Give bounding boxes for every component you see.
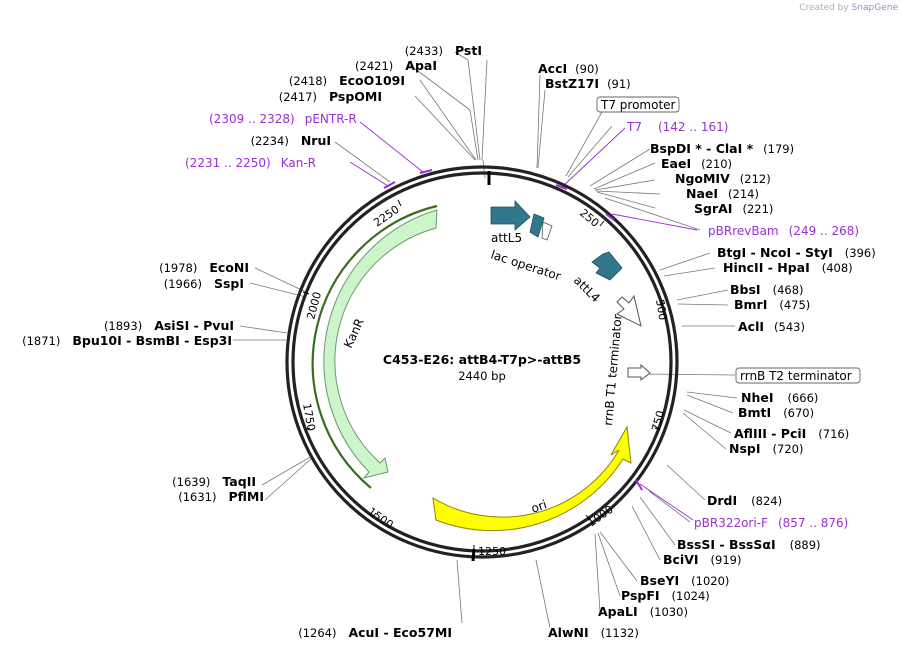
primer-marks [383, 169, 643, 491]
enzyme-bbsi[interactable]: BbsI(468) [730, 282, 804, 297]
ori-label: ori [529, 497, 548, 515]
enzyme-acui-eco57mi[interactable]: (1264)AcuI - Eco57MI [298, 625, 452, 640]
enzyme-nhei[interactable]: NheI(666) [741, 390, 818, 405]
enzyme-psti[interactable]: (2433)PstI [405, 43, 482, 58]
lac-operator-arrow-outline [541, 221, 553, 241]
rrnb-t2-callout[interactable]: rrnB T2 terminator [735, 367, 861, 384]
major-ticks [471, 548, 476, 562]
enzyme-sspi[interactable]: (1966)SspI [164, 276, 244, 291]
credit-brand: SnapGene [851, 3, 898, 13]
enzyme-labels-right: AccI(90) BstZ17I(91) BspDI * - ClaI *(17… [538, 61, 876, 640]
primer-pbrrevbam[interactable]: pBRrevBam(249 .. 268) [708, 224, 859, 238]
t7-promoter-label: T7 promoter [600, 98, 676, 112]
rrnb-t2-label: rrnB T2 terminator [740, 369, 852, 383]
enzyme-btgi-ncoi-styi[interactable]: BtgI - NcoI - StyI(396) [717, 245, 876, 260]
enzyme-pspfi[interactable]: PspFI(1024) [621, 588, 710, 603]
ori-feature-arrow[interactable] [432, 425, 632, 532]
rrnb-t2-terminator-arrow[interactable] [627, 363, 651, 382]
t7-promoter-callout[interactable]: T7 promoter [596, 96, 680, 113]
primer-labels: (2309 .. 2328)pENTR-R (2231 .. 2250)Kan-… [185, 112, 859, 530]
enzyme-nspi[interactable]: NspI(720) [729, 441, 803, 456]
enzyme-pflmi[interactable]: (1631)PflMI [178, 489, 264, 504]
primer-pentr-r[interactable]: (2309 .. 2328)pENTR-R [209, 112, 357, 126]
enzyme-acli[interactable]: AclI(543) [738, 319, 805, 334]
attl4-label: attL4 [571, 273, 603, 305]
tick-label-1250: 1250 [478, 545, 506, 558]
enzyme-econi[interactable]: (1978)EcoNI [159, 260, 249, 275]
lac-operator-feature[interactable] [529, 213, 545, 238]
enzyme-bmri[interactable]: BmrI(475) [734, 297, 810, 312]
tick-label-750: 750 [649, 409, 667, 433]
rrnb-t1-terminator-arrow[interactable] [616, 294, 642, 327]
enzyme-afliii-pcii[interactable]: AflIII - PciI(716) [734, 426, 849, 441]
enzyme-bspdi-clai[interactable]: BspDI * - ClaI *(179) [650, 141, 794, 156]
tick-label-1750: 1750 [300, 402, 318, 432]
enzyme-taqii[interactable]: (1639)TaqII [172, 474, 256, 489]
primer-kan-r[interactable]: (2231 .. 2250)Kan-R [185, 156, 316, 170]
enzyme-pspomi[interactable]: (2417)PspOMI [279, 89, 382, 104]
enzyme-ngomiv[interactable]: NgoMIV(212) [675, 171, 771, 186]
inner-ticks [302, 199, 666, 551]
plasmid-name: C453-E26: attB4-T7p>-attB5 [383, 352, 581, 367]
tick-label-500: 500 [653, 298, 669, 321]
enzyme-apali[interactable]: ApaLI(1030) [598, 604, 688, 619]
kanr-primer-line [311, 204, 438, 489]
enzyme-bsssi[interactable]: BssSI - BssSαI(889) [677, 537, 821, 552]
primer-t7[interactable]: T7(142 .. 161) [626, 120, 728, 134]
enzyme-bmti[interactable]: BmtI(670) [738, 405, 814, 420]
primer-leaders [349, 121, 698, 521]
attl5-label: attL5 [491, 231, 522, 245]
enzyme-bpu10i-bsmbi-esp3i[interactable]: (1871)Bpu10I - BsmBI - Esp3I [22, 333, 232, 348]
credit-prefix: Created by [799, 3, 849, 13]
enzyme-drdi[interactable]: DrdI(824) [707, 493, 782, 508]
attl5-feature-arrow[interactable] [490, 199, 531, 231]
leader-lines [233, 51, 738, 629]
enzyme-alwni[interactable]: AlwNI(1132) [548, 625, 639, 640]
enzyme-acci[interactable]: AccI(90) [538, 61, 599, 76]
snapgene-credit: Created by SnapGene [799, 3, 898, 13]
primer-pbr322ori-f[interactable]: pBR322ori-F(857 .. 876) [694, 516, 848, 530]
enzyme-apai[interactable]: (2421)ApaI [355, 58, 437, 73]
enzyme-bstz17i[interactable]: BstZ17I(91) [545, 76, 631, 91]
enzyme-asisi-pvui[interactable]: (1893)AsiSI - PvuI [104, 318, 234, 333]
enzyme-bcivi[interactable]: BciVI(919) [663, 552, 741, 567]
enzyme-labels-left: (2433)PstI (2421)ApaI (2418)EcoO109I (24… [22, 43, 482, 640]
enzyme-nrui[interactable]: (2234)NruI [251, 133, 331, 148]
lac-operator-label: lac operator [489, 248, 563, 284]
plasmid-length: 2440 bp [458, 369, 506, 383]
backbone-outer [285, 165, 679, 559]
attl4-feature-arrow[interactable] [591, 251, 623, 281]
tick-label-250: 250 [577, 206, 601, 229]
enzyme-hincii-hpai[interactable]: HincII - HpaI(408) [723, 260, 853, 275]
enzyme-eaei[interactable]: EaeI(210) [661, 156, 732, 171]
enzyme-bseyi[interactable]: BseYI(1020) [640, 573, 729, 588]
kanr-label: KanR [341, 316, 367, 350]
enzyme-naei[interactable]: NaeI(214) [686, 186, 759, 201]
rrnb-t1-terminator-label: rrnB T1 terminator [601, 314, 625, 427]
tick-label-2000: 2000 [304, 290, 324, 320]
backbone-inner [291, 171, 673, 553]
enzyme-ecoo109i[interactable]: (2418)EcoO109I [289, 73, 405, 88]
enzyme-sgrai[interactable]: SgrAI(221) [694, 201, 773, 216]
kanr-feature-arrow[interactable] [323, 209, 438, 479]
